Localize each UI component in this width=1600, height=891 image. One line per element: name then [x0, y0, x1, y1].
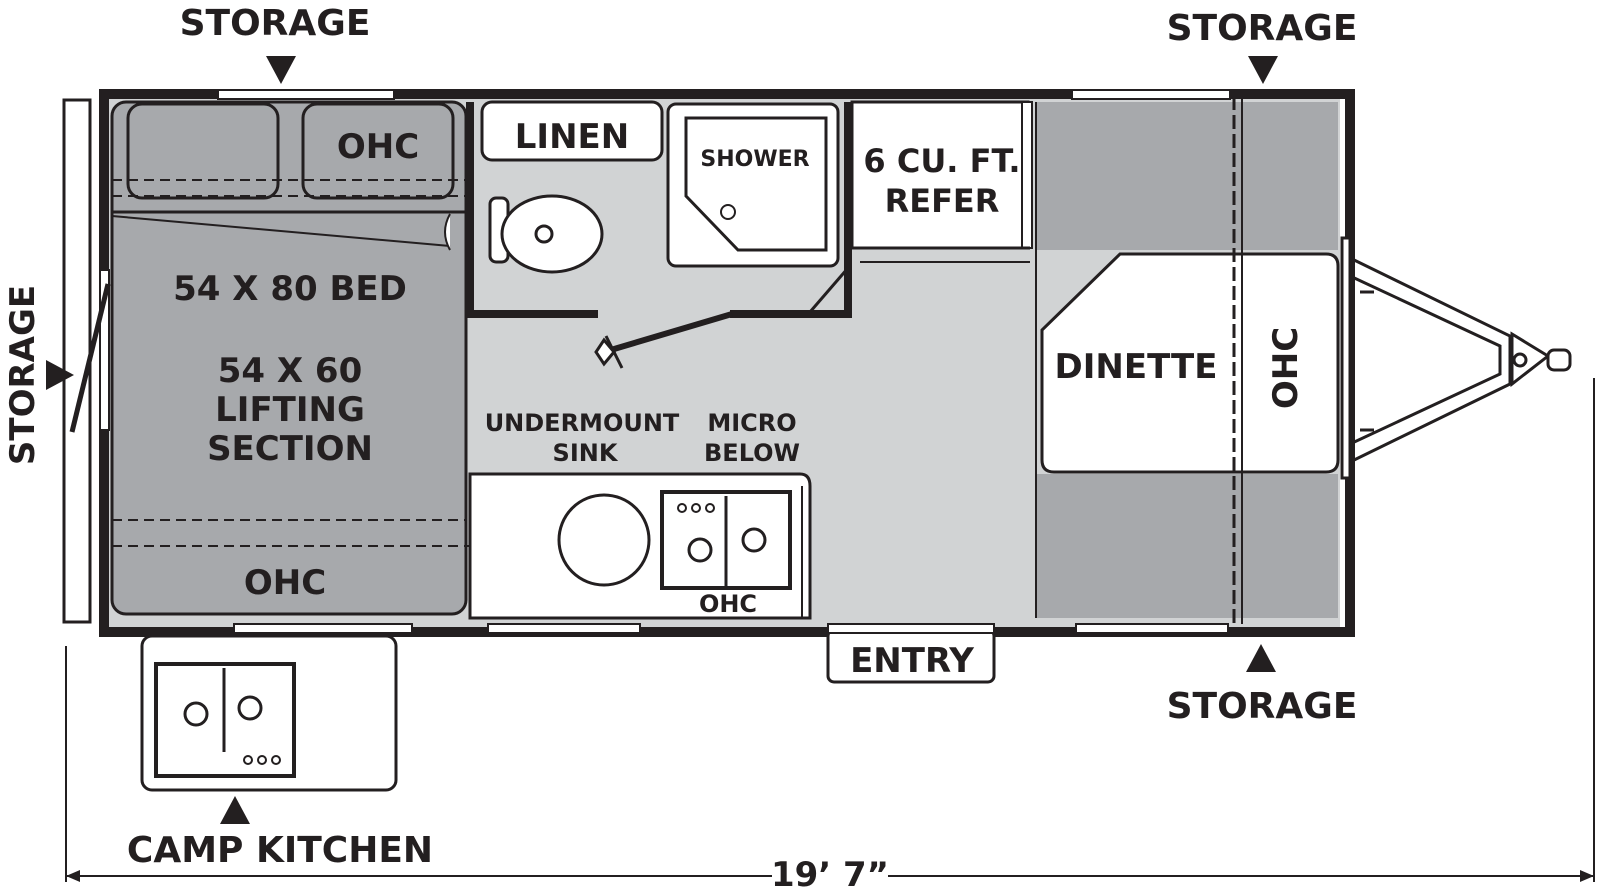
- ohc-cabinet-right: [301, 102, 455, 200]
- bathroom: [466, 100, 852, 369]
- rear-hatch: [69, 283, 111, 433]
- rear-storage: [62, 98, 92, 624]
- storage-label-bottom-right: STORAGE: [1167, 686, 1358, 727]
- storage-label-top-right: STORAGE: [1167, 8, 1358, 49]
- linen-label: LINEN: [515, 117, 629, 157]
- arrow-right-icon: [46, 360, 74, 390]
- lifting-section-label-1: 54 X 60: [218, 351, 363, 391]
- ohc-cabinet-left: [126, 102, 280, 200]
- dinette-seat-bottom: [1036, 474, 1338, 618]
- shower-label: SHOWER: [700, 147, 809, 172]
- dinette-table: [1040, 252, 1340, 474]
- micro-below-label-2: BELOW: [704, 439, 800, 467]
- dimension-line: [65, 378, 1595, 882]
- entry-door: [827, 623, 995, 634]
- micro-below-label-1: MICRO: [707, 409, 796, 437]
- camp-kitchen-label: CAMP KITCHEN: [127, 830, 433, 871]
- cooktop-icon: [660, 490, 792, 590]
- entry-label: ENTRY: [850, 641, 974, 681]
- dinette-label: DINETTE: [1055, 347, 1218, 387]
- windows: [99, 89, 1231, 634]
- undermount-sink-label-1: UNDERMOUNT: [485, 409, 680, 437]
- trailer-hitch: [1340, 236, 1572, 480]
- lifting-section-label-2: LIFTING: [215, 390, 365, 430]
- arrow-up-icon: [1246, 644, 1276, 672]
- refer-label-1: 6 CU. FT.: [863, 142, 1020, 180]
- kitchen-counter: [468, 472, 812, 620]
- refrigerator: [850, 100, 1030, 250]
- toilet-icon: [488, 194, 604, 274]
- linen-cabinet: [480, 100, 664, 162]
- bedroom: [110, 100, 800, 616]
- ohc-label-kitchen: OHC: [699, 590, 757, 618]
- ohc-label-bottom-left: OHC: [244, 563, 326, 603]
- ohc-label-top-left: OHC: [337, 127, 419, 167]
- arrow-down-icon: [266, 56, 296, 84]
- arrow-down-icon: [1248, 56, 1278, 84]
- storage-label-top-left: STORAGE: [180, 3, 371, 44]
- dinette-area: [1035, 96, 1340, 624]
- length-dimension-label: 19’ 7”: [771, 855, 889, 891]
- arrow-up-icon: [220, 796, 250, 824]
- storage-label-left: STORAGE: [3, 285, 43, 465]
- ohc-label-front: OHC: [1266, 327, 1306, 409]
- dinette-seat-top: [1036, 102, 1338, 250]
- refer-label-2: REFER: [885, 182, 1000, 220]
- camp-kitchen: [140, 634, 398, 792]
- dimension-arrow-right-icon: [1580, 870, 1594, 882]
- dimension-arrow-left-icon: [66, 870, 80, 882]
- bathroom-door-icon: [594, 311, 733, 369]
- shower-drain-icon: [720, 204, 736, 220]
- bed-label: 54 X 80 BED: [173, 269, 407, 309]
- undermount-sink-label-2: SINK: [553, 439, 619, 467]
- lifting-section-label-3: SECTION: [207, 429, 373, 469]
- sink-icon: [557, 493, 651, 587]
